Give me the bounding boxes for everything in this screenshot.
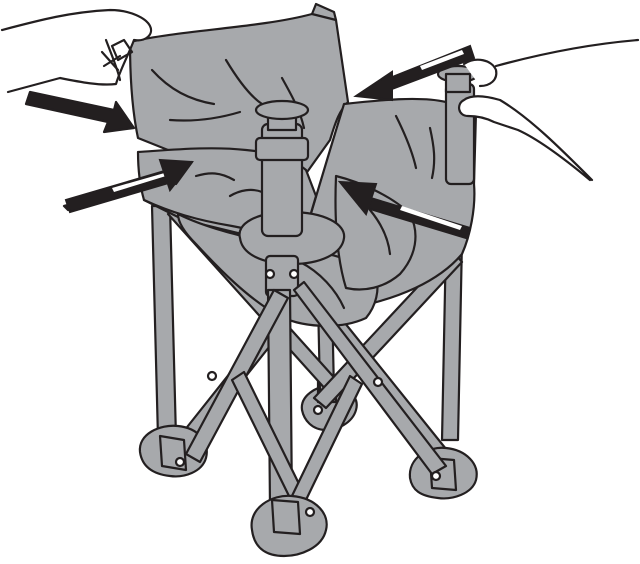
- arrow-top-left: [24, 90, 136, 134]
- arrow-top-right: [353, 44, 476, 102]
- frame-legs-front: [174, 280, 448, 510]
- left-foot: [138, 424, 208, 478]
- center-hub: [238, 99, 346, 298]
- left-hand: [0, 8, 153, 94]
- arrow-mid-right: [337, 180, 472, 240]
- front-foot: [250, 494, 328, 558]
- right-hand: [458, 38, 640, 182]
- arrow-mid-left: [62, 158, 194, 214]
